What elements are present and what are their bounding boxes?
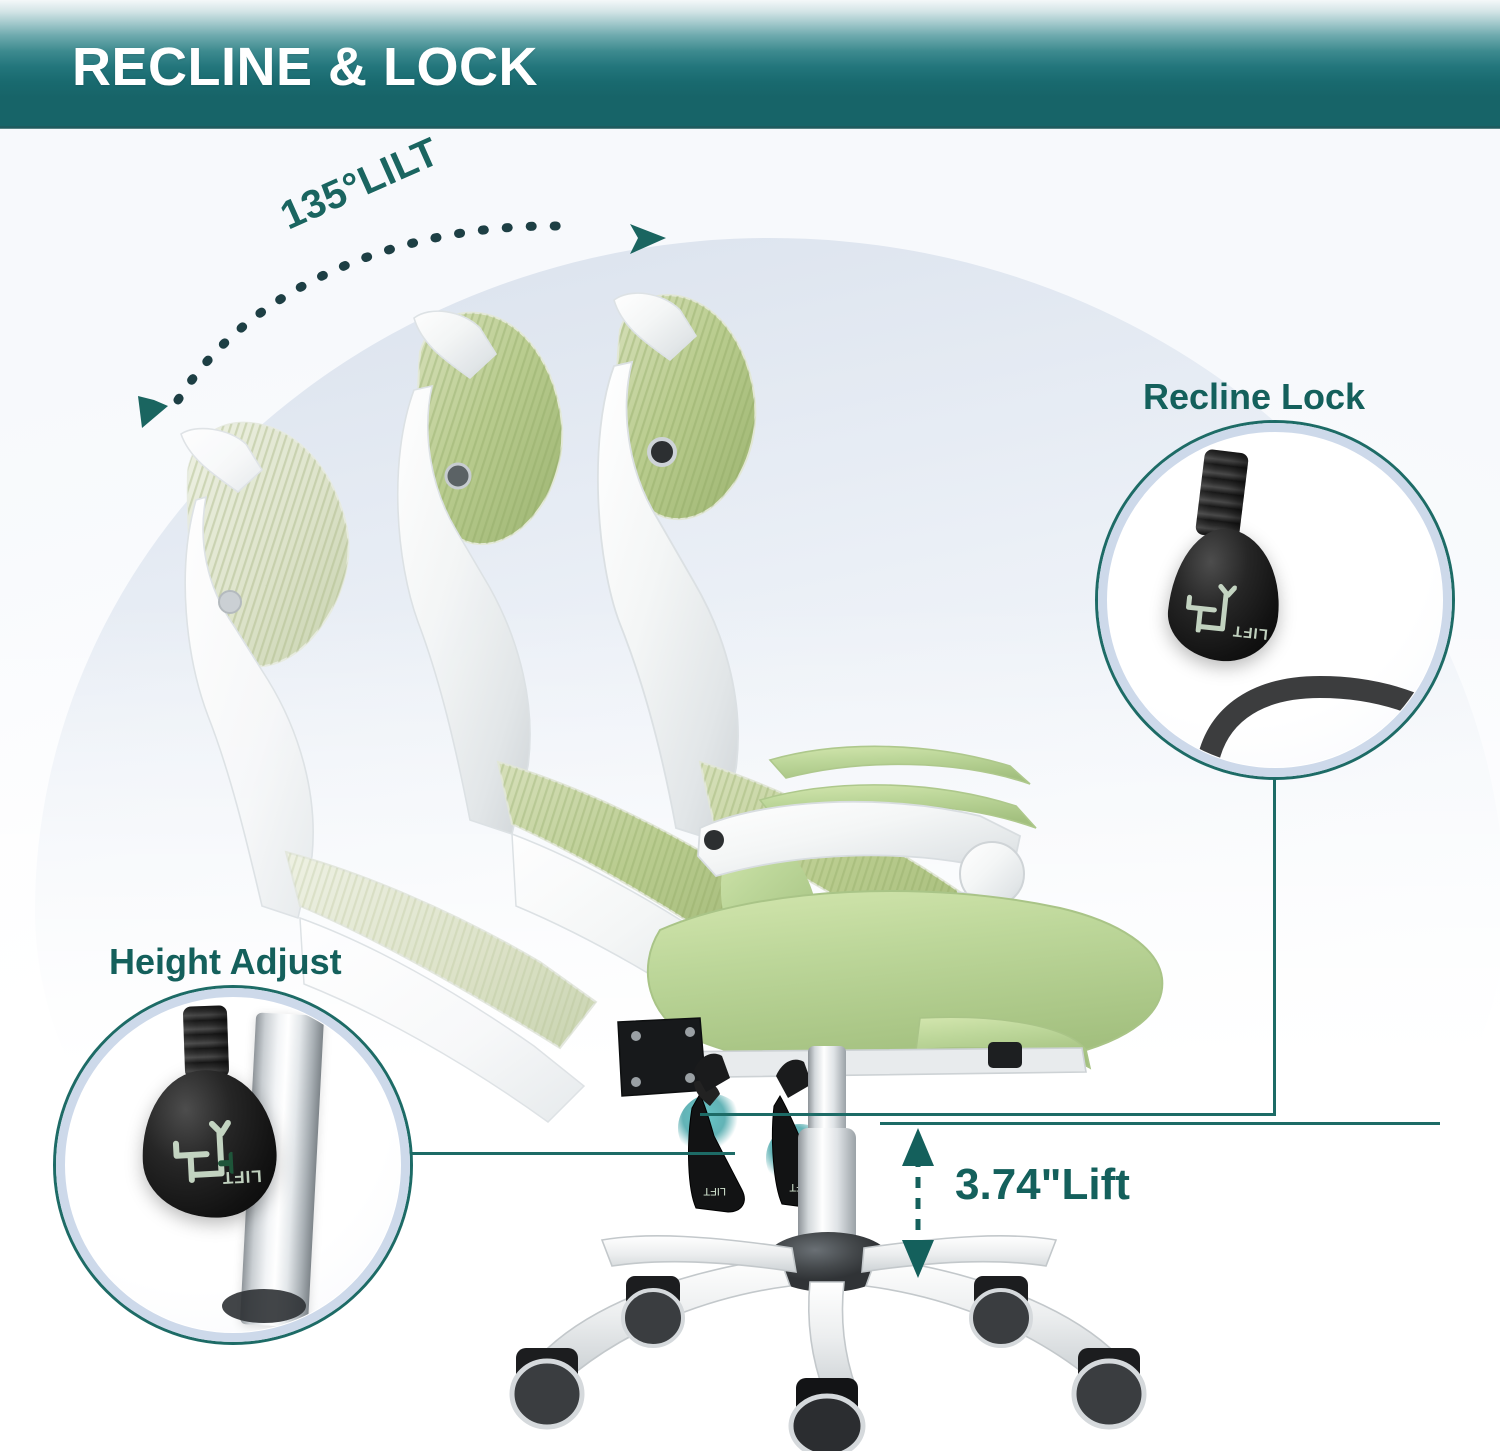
headrest-pivot [647,437,677,467]
height-connector-horizontal [405,1152,735,1155]
lift-seat-pictogram [1186,584,1238,633]
callout-title-height-adjust: Height Adjust [109,941,342,982]
callout-title-recline-lock: Recline Lock [1143,376,1366,417]
lift-distance-label: 3.74"Lift [955,1160,1130,1209]
caster [509,1348,585,1430]
rail-clamp [988,1042,1022,1068]
caster [621,1276,685,1348]
caster [969,1276,1033,1348]
armrest-pivot-rear [704,830,724,850]
chair-main: LIFT LIFT [509,292,1164,1451]
tilt-arrow-right [630,224,666,254]
backrest-frame [597,360,739,844]
caster [788,1378,866,1451]
tilt-arrow-left [138,396,168,428]
lever-boot [182,1005,230,1079]
lever-lift-text: LIFT [221,1166,263,1188]
page-title: RECLINE & LOCK [72,37,538,97]
callout-height-adjust-photo: LIFT [66,998,400,1332]
lever-paddle: LIFT [1163,523,1287,667]
banner-underline [0,126,1500,129]
gas-cylinder-upper [808,1046,846,1138]
lever-boot [1194,448,1250,540]
frame-bar [1195,675,1442,767]
callout-recline-lock-photo: LIFT [1108,433,1442,767]
recline-connector-horizontal [700,1113,1276,1116]
casters [509,1276,1147,1451]
cylinder-foot [222,1289,306,1323]
recline-position-1 [180,421,598,1123]
seat-cushion [646,890,1164,1075]
header-banner: RECLINE & LOCK [0,0,1500,128]
callout-height-adjust: LIFT [56,988,410,1342]
lever-lift-text: LIFT [1231,622,1269,643]
lever-paddle: LIFT [138,1066,280,1222]
lift-arrow-down [902,1240,934,1278]
lever-boot-left [694,1053,730,1092]
svg-text:LIFT: LIFT [703,1185,726,1197]
lift-dimension [902,1128,934,1278]
lift-arrow-up [902,1128,934,1166]
tilt-arc [138,221,666,428]
caster [1071,1348,1147,1430]
lift-reference-line [880,1122,1440,1125]
lever-boot-right [776,1059,812,1098]
armrest-pad-top [768,745,1031,785]
base-hub [764,1232,892,1292]
lift-seat-pictogram [172,1119,234,1183]
callout-recline-lock: LIFT [1098,423,1452,777]
recline-connector-vertical [1273,772,1276,1116]
gas-cylinder-lower [798,1128,856,1246]
